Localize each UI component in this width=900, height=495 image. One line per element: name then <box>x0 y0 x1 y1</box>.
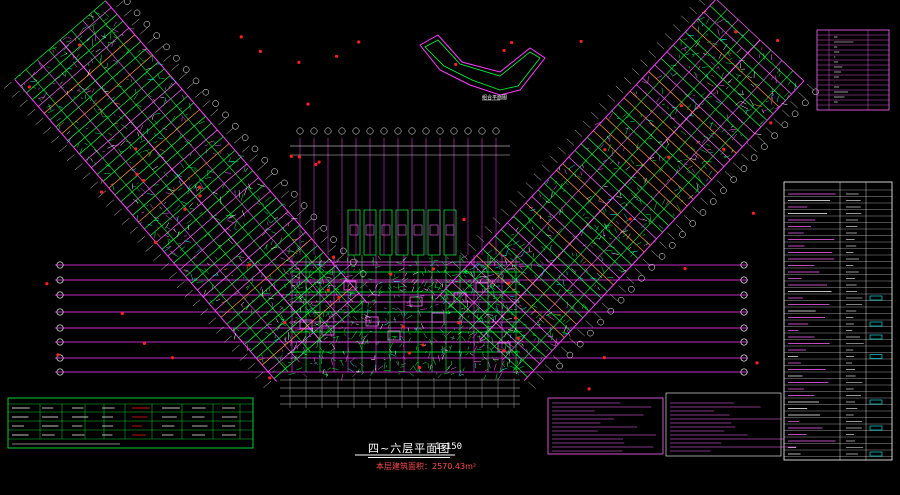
area-summary-table <box>7 397 254 449</box>
key-plan <box>419 34 546 101</box>
top-dimension-lines <box>290 127 510 255</box>
right-schedule-table <box>783 181 893 461</box>
top-right-schedule-table <box>816 29 890 111</box>
axis-bubbles <box>27 0 819 391</box>
right-wing-plan <box>427 0 815 389</box>
notes-boxes <box>547 392 797 457</box>
left-wing-plan <box>3 0 376 388</box>
drawing-scale: 1:150 <box>435 442 463 452</box>
drawing-title: 四~六层平面图 <box>368 440 451 458</box>
floor-area-note: 本层建筑面积：2570.43m² <box>376 462 477 471</box>
central-core-plan <box>280 209 528 408</box>
key-plan-label: 组合平面图 <box>482 94 507 101</box>
